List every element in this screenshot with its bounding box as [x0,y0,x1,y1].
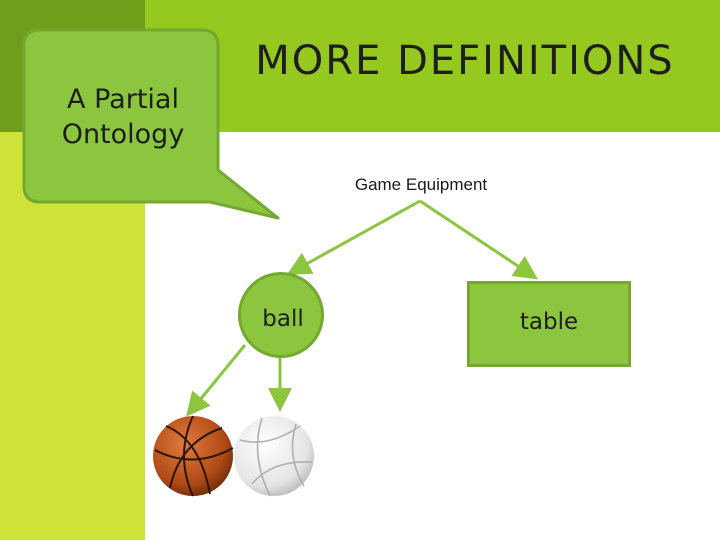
edge-root-to-ball [292,201,420,272]
basketball-image [153,416,233,496]
edge-root-to-table [420,201,533,276]
node-table-label: table [467,309,631,335]
volleyball-image [234,416,314,496]
node-ball-label: ball [238,306,328,332]
edge-ball-to-basketball [190,345,245,412]
